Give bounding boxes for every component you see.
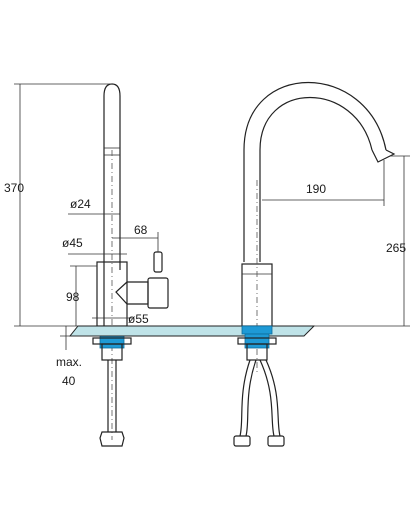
- side-lever-cap: [147, 277, 169, 309]
- dim-total-height: 370: [4, 181, 24, 195]
- dim-body-height: 98: [66, 290, 80, 304]
- dim-reach: 190: [306, 182, 326, 196]
- side-lever-handle: [153, 251, 163, 273]
- dim-max-label: max.: [56, 355, 82, 369]
- front-spout-outlet: [371, 149, 396, 163]
- dimension-lines: [14, 83, 410, 350]
- side-hose: [107, 360, 117, 432]
- countertop: [68, 325, 316, 337]
- dim-base-diameter: ø55: [128, 312, 149, 326]
- dim-spout-diameter: ø24: [70, 197, 91, 211]
- side-nut: [101, 343, 123, 361]
- front-hose-fitting-right: [267, 435, 285, 447]
- dim-handle-offset: 68: [134, 223, 148, 237]
- dim-max-value: 40: [62, 374, 76, 388]
- side-lever-wedge: [115, 281, 149, 305]
- dim-body-diameter: ø45: [62, 236, 83, 250]
- front-nut: [246, 343, 268, 361]
- front-view: [233, 81, 396, 447]
- front-spout-inner: [259, 96, 373, 262]
- front-spout-outer: [243, 81, 387, 262]
- dim-spout-height: 265: [386, 241, 406, 255]
- front-mount-top: [241, 325, 273, 335]
- side-hose-fitting: [99, 431, 125, 447]
- front-hose-left: [239, 359, 257, 437]
- front-hose-fitting-left: [233, 435, 251, 447]
- front-hose-right: [259, 359, 281, 437]
- front-mount-shank: [244, 333, 270, 349]
- side-view: [92, 83, 169, 447]
